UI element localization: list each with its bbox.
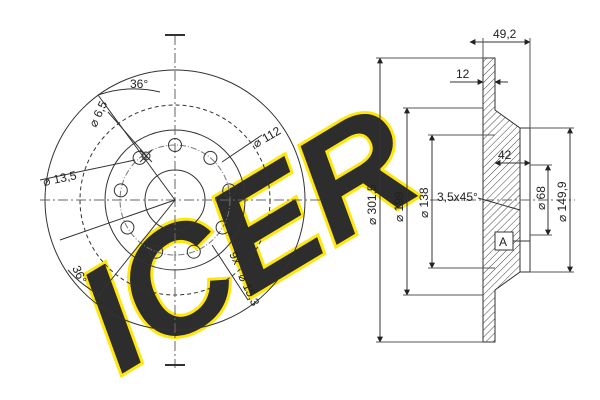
angle-arc-top xyxy=(97,88,161,96)
leader-mount xyxy=(39,159,136,181)
brand-logo: ICER xyxy=(47,71,447,400)
leader-bolt xyxy=(211,244,249,301)
bolt-hole xyxy=(113,183,128,198)
bolt-hole xyxy=(215,220,230,235)
label-total-thickness: 49,2 xyxy=(493,27,517,41)
label-angle-top: 36° xyxy=(130,77,148,91)
bolt-hole xyxy=(149,244,164,259)
label-bolt-count: 9x xyxy=(226,249,244,266)
bolt-hole xyxy=(222,183,237,198)
label-chamfer: 3,5x45° xyxy=(437,190,478,204)
label-199: ⌀ 199 xyxy=(392,191,406,222)
label-disc-thickness: 12 xyxy=(456,67,470,81)
side-view xyxy=(376,38,575,343)
front-view xyxy=(39,34,320,368)
bolt-hole xyxy=(120,220,135,235)
angle-leader-bottom xyxy=(94,199,176,301)
label-138: ⌀ 138 xyxy=(417,187,431,218)
label-hole-small: ⌀ 6,5 xyxy=(86,98,110,129)
angle-leader-left xyxy=(59,199,176,241)
angle-arc-bottom xyxy=(67,269,101,296)
label-hub-bore: ⌀ 68 xyxy=(534,186,548,210)
bolt-hole xyxy=(168,138,182,152)
angle-leader-top xyxy=(97,94,176,201)
bolt-holes xyxy=(113,138,237,259)
label-outer-diameter: ⌀ 301,5 xyxy=(365,184,379,225)
label-datum: A xyxy=(499,235,507,249)
label-hole-mount: ⌀ 13,5 xyxy=(42,168,78,189)
label-hub-depth: 42 xyxy=(498,148,512,162)
logo-text: ICER xyxy=(50,74,444,400)
bolt-hole xyxy=(186,244,201,259)
label-hub-diameter: ⌀ 149,9 xyxy=(555,181,569,222)
leader-hole-small xyxy=(107,111,151,161)
bolt-hole xyxy=(203,150,218,165)
leader-pcd xyxy=(221,134,263,163)
leader-chamfer xyxy=(477,197,521,211)
